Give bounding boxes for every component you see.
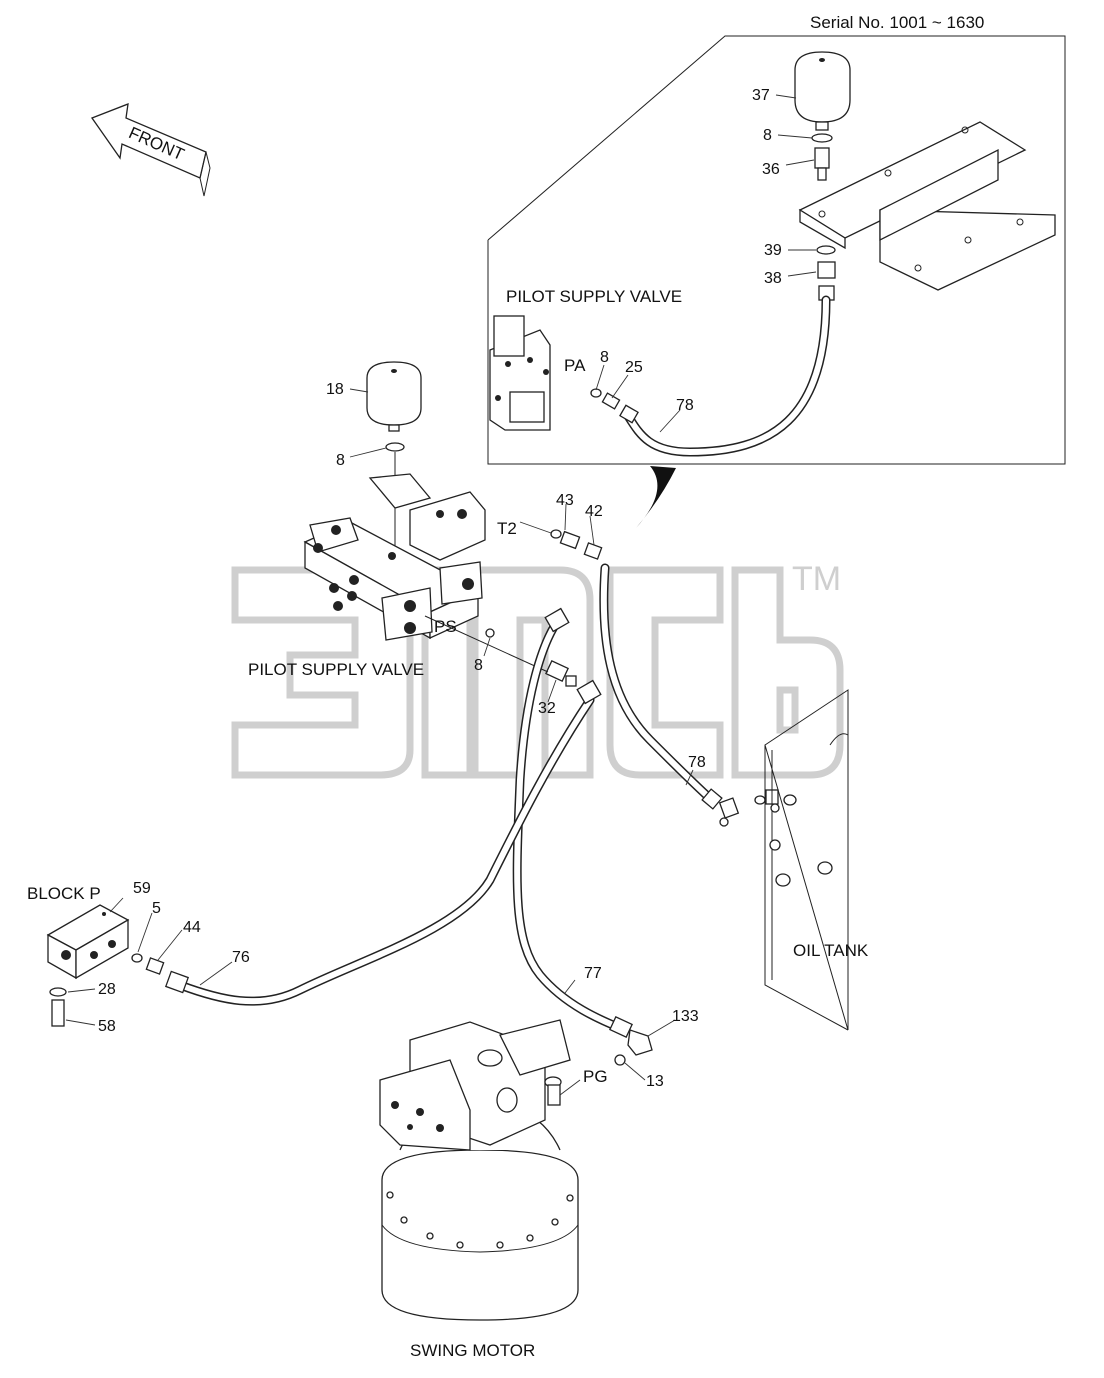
o-ring-icon (485, 628, 495, 638)
label-oil-tank: OIL TANK (793, 941, 869, 960)
watermark-logo: TM (231, 560, 844, 779)
part-number-78-main: 78 (688, 754, 706, 771)
part-number-43: 43 (556, 492, 574, 509)
serial-note: Serial No. 1001 ~ 1630 (810, 13, 984, 32)
part-number-32: 32 (538, 700, 556, 717)
inset-pointer-icon (636, 466, 676, 528)
label-block-p: BLOCK P (27, 884, 101, 903)
label-pilot-supply-valve-inset: PILOT SUPPLY VALVE (506, 287, 682, 306)
pilot-supply-valve-main (303, 473, 486, 641)
part-number-18: 18 (326, 381, 344, 398)
hose-76 (131, 679, 602, 1006)
fittings-t2 (424, 529, 603, 687)
inset-bracket (798, 121, 1056, 291)
part-number-28: 28 (98, 981, 116, 998)
part-number-44: 44 (183, 919, 201, 936)
part-number-8-inset-pa: 8 (600, 349, 609, 366)
part-number-36: 36 (762, 161, 780, 178)
part-number-37: 37 (752, 87, 770, 104)
part-number-8-accum: 8 (336, 452, 345, 469)
part-number-5: 5 (152, 900, 161, 917)
oil-tank (764, 689, 849, 1031)
port-pa: PA (564, 356, 586, 375)
part-number-42: 42 (585, 503, 603, 520)
washer-icon (816, 245, 836, 255)
part-number-38: 38 (764, 270, 782, 287)
o-ring-icon (614, 1054, 626, 1066)
inset-hose-78 (590, 295, 831, 457)
part-number-13: 13 (646, 1073, 664, 1090)
part-number-77: 77 (584, 965, 602, 982)
inset-accumulator (794, 51, 851, 301)
bolt-icon (51, 999, 65, 1027)
part-number-133: 133 (672, 1008, 699, 1025)
part-number-8-ps: 8 (474, 657, 483, 674)
swing-motor (379, 1019, 579, 1321)
port-pg: PG (583, 1067, 608, 1086)
front-arrow-icon: FRONT (90, 102, 211, 197)
watermark-tm: TM (792, 560, 841, 598)
inset-pilot-supply-valve (489, 315, 551, 431)
inset-frame (487, 35, 1066, 528)
part-number-58: 58 (98, 1018, 116, 1035)
o-ring-icon (550, 529, 562, 539)
washer-icon (49, 987, 67, 997)
leader-lines (65, 94, 817, 1096)
o-ring-icon (131, 953, 143, 963)
label-pilot-supply-valve-main: PILOT SUPPLY VALVE (248, 660, 424, 679)
hose-78-main (599, 563, 779, 827)
part-number-59: 59 (133, 880, 151, 897)
port-ps: PS (434, 617, 457, 636)
port-t2: T2 (497, 519, 517, 538)
o-ring-icon (811, 133, 833, 143)
part-number-76: 76 (232, 949, 250, 966)
part-number-8-inset-top: 8 (763, 127, 772, 144)
hose-77 (512, 607, 653, 1066)
part-number-25: 25 (625, 359, 643, 376)
part-number-78-inset: 78 (676, 397, 694, 414)
o-ring-icon (385, 442, 405, 452)
block-p (46, 904, 130, 1027)
label-swing-motor: SWING MOTOR (410, 1341, 535, 1360)
part-number-39: 39 (764, 242, 782, 259)
